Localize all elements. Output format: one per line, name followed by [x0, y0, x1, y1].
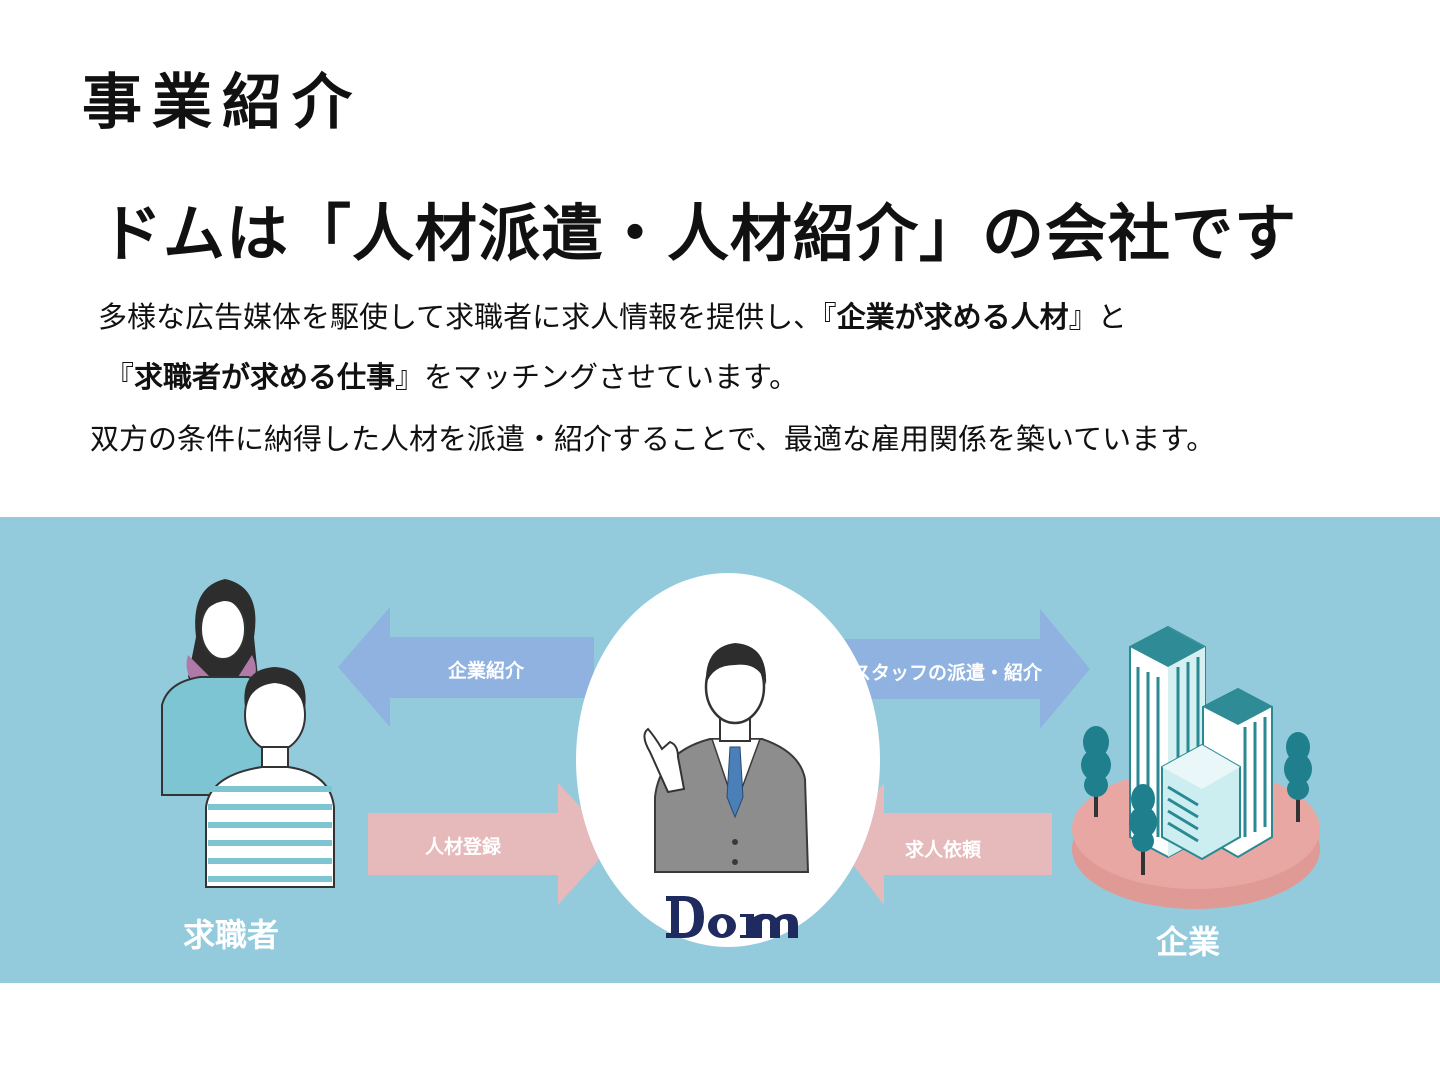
- description-line-1: 多様な広告媒体を駆使して求職者に求人情報を提供し、『企業が求める人材』と: [98, 300, 1127, 334]
- job-seeker-figures: [161, 579, 335, 888]
- arrow-talent-registration: [368, 783, 614, 905]
- description-line-3: 双方の条件に納得した人材を派遣・紹介することで、最適な雇用関係を築いています。: [90, 422, 1216, 456]
- business-diagram: 企業紹介 スタッフの派遣・紹介 人材登録 求人依頼 求職者 企業: [0, 517, 1440, 983]
- description-line-2: 『求職者が求める仕事』をマッチングさせています。: [105, 360, 799, 394]
- arrow-company-introduction: [338, 607, 594, 727]
- arrow-label-job-request: 求人依頼: [905, 839, 982, 861]
- highlight-job: 求職者が求める仕事: [134, 360, 396, 394]
- company-label: 企業: [1156, 923, 1221, 961]
- dom-logo: [666, 896, 798, 938]
- arrow-job-request: [836, 783, 1052, 905]
- headline: ドムは「人材派遣・人材紹介」の会社です: [100, 197, 1298, 270]
- arrow-label-staff-dispatch: スタッフの派遣・紹介: [852, 662, 1043, 684]
- arrow-label-company-introduction: 企業紹介: [448, 660, 525, 682]
- agent-figure: [643, 643, 810, 873]
- highlight-talent: 企業が求める人材: [836, 300, 1069, 334]
- arrow-staff-dispatch: [842, 609, 1090, 729]
- diagram-illustration: [161, 573, 1320, 947]
- arrow-label-talent-registration: 人材登録: [425, 836, 502, 858]
- company-buildings: [1072, 625, 1320, 909]
- job-seeker-label: 求職者: [183, 916, 280, 954]
- section-title: 事業紹介: [82, 68, 362, 138]
